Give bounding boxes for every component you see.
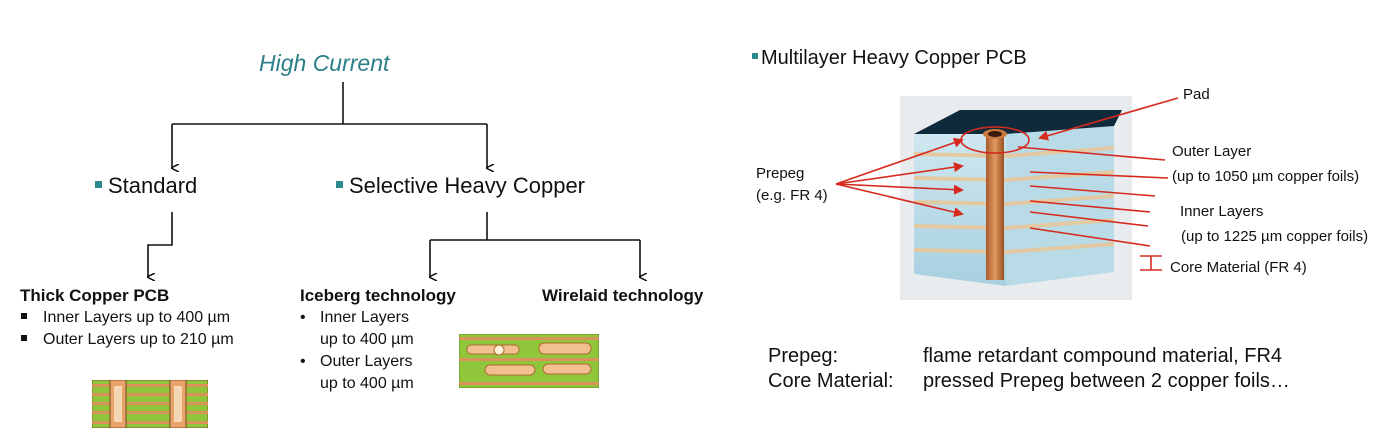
list-item: •Inner Layers xyxy=(300,307,414,329)
definition-prepeg: Prepeg: flame retardant compound material… xyxy=(768,344,1282,369)
label-inner-layers-detail: (up to 1225 µm copper foils) xyxy=(1181,228,1369,245)
right-title-label: Multilayer Heavy Copper PCB xyxy=(761,47,1027,69)
branch-selective-label: Selective Heavy Copper xyxy=(349,173,586,198)
definition-text: pressed Prepeg between 2 copper foils… xyxy=(923,370,1290,392)
square-bullet-icon xyxy=(752,52,758,59)
square-bullet-icon xyxy=(336,180,343,188)
label-pad: Pad xyxy=(1183,86,1210,103)
list-item: Inner Layers up to 400 µm xyxy=(18,307,234,329)
definition-term: Core Material: xyxy=(768,370,894,392)
iceberg-list: •Inner Layers up to 400 µm •Outer Layers… xyxy=(300,307,414,395)
root-title: High Current xyxy=(259,50,390,76)
wirelaid-title: Wirelaid technology xyxy=(542,286,704,305)
branch-standard-label: Standard xyxy=(108,173,198,198)
thick-copper-pcb-illustration xyxy=(92,380,208,428)
branch-standard: Standard xyxy=(95,173,197,199)
definition-core-material: Core Material: pressed Prepeg between 2 c… xyxy=(768,369,1290,394)
label-outer-layer: Outer Layer (up to 1050 µm copper foils) xyxy=(1172,143,1360,185)
square-bullet-icon xyxy=(21,335,27,341)
label-inner-layers: Inner Layers xyxy=(1180,203,1264,220)
square-bullet-icon xyxy=(21,313,27,319)
list-item: •Outer Layers xyxy=(300,351,414,373)
list-item: up to 400 µm xyxy=(320,331,414,348)
dot-bullet-icon: • xyxy=(300,309,306,326)
definition-term: Prepeg: xyxy=(768,345,839,367)
thick-copper-list: Inner Layers up to 400 µm Outer Layers u… xyxy=(18,307,234,351)
label-core-material: Core Material (FR 4) xyxy=(1170,259,1307,276)
square-bullet-icon xyxy=(95,180,102,188)
multilayer-pcb-cube xyxy=(900,96,1132,300)
label-prepeg: Prepeg (e.g. FR 4) xyxy=(756,165,828,204)
dot-bullet-icon: • xyxy=(300,353,306,370)
list-item: Outer Layers up to 210 µm xyxy=(18,329,234,351)
branch-selective: Selective Heavy Copper xyxy=(336,173,585,199)
list-item: up to 400 µm xyxy=(320,375,414,392)
right-title: Multilayer Heavy Copper PCB xyxy=(752,47,1027,70)
iceberg-title: Iceberg technology xyxy=(300,286,456,305)
thick-copper-title: Thick Copper PCB xyxy=(20,286,170,305)
iceberg-pcb-illustration xyxy=(459,334,599,388)
definition-text: flame retardant compound material, FR4 xyxy=(923,345,1283,367)
